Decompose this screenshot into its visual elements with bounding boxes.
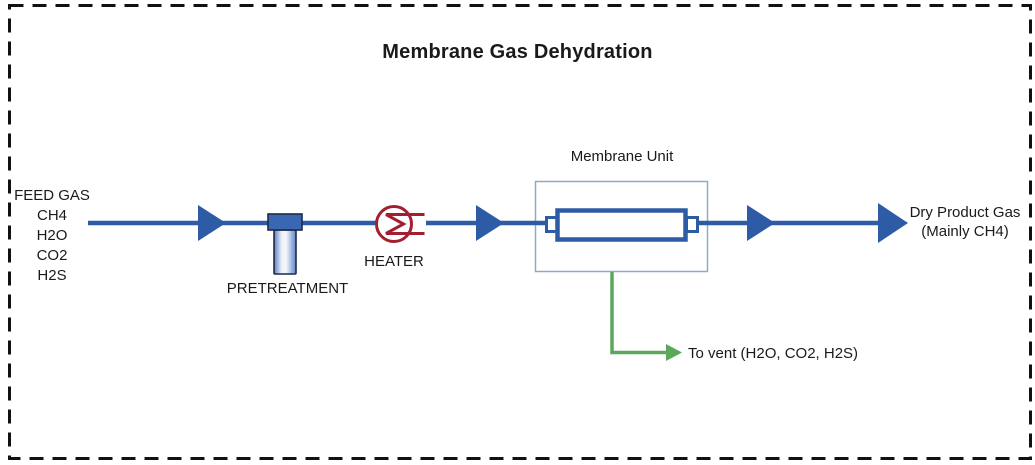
pretreatment-label: PRETREATMENT [226,280,349,297]
product-label-line1: Dry Product Gas [909,204,1021,221]
vent-line [610,272,666,355]
feed-component-h2s: H2S [37,267,67,284]
diagram-title: Membrane Gas Dehydration [382,41,653,63]
product-label-line2: (Mainly CH4) [921,223,1009,240]
feed-component-h2o: H2O [36,227,68,244]
feed-gas-label: FEED GAS [14,187,90,204]
flow-arrow-2 [476,205,504,241]
pretreatment-cap [267,213,303,231]
feed-component-ch4: CH4 [36,207,67,224]
feed-component-co2: CO2 [36,247,68,264]
membrane-module [555,208,688,242]
membrane-module-right-port [685,216,699,233]
dashed-frame-border [8,4,1032,460]
heater-label: HEATER [364,253,424,270]
feed-gas-label-block: FEED GAS CH4 H2O CO2 H2S [10,186,94,286]
vent-arrowhead [666,344,682,361]
flow-arrow-3 [747,205,775,241]
dry-product-gas-label: Dry Product Gas (Mainly CH4) [899,203,1031,241]
membrane-unit-label: Membrane Unit [570,148,674,165]
product-arrowhead [878,203,908,243]
vent-label: To vent (H2O, CO2, H2S) [688,345,859,362]
pretreatment-vessel [273,229,297,275]
flow-arrow-1 [198,205,226,241]
heater-sigma-icon [385,213,425,235]
